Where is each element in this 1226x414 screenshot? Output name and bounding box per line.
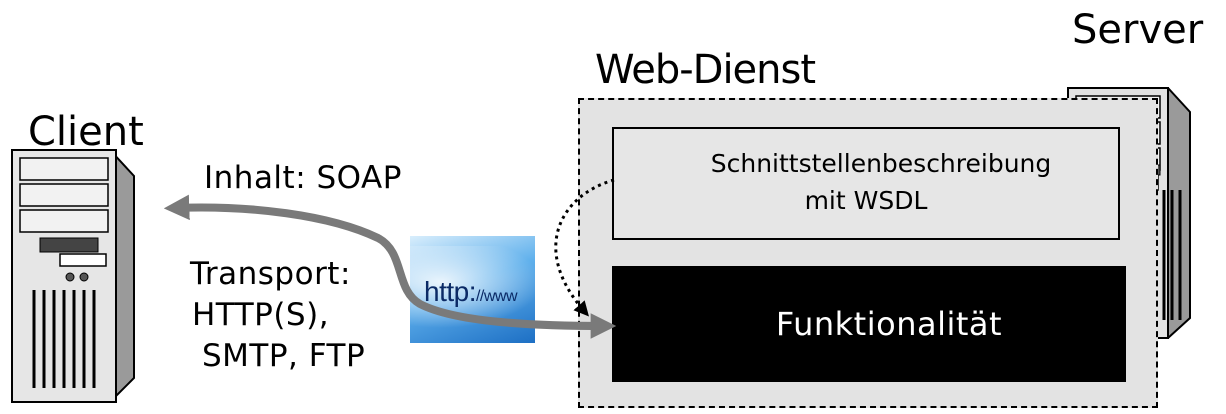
interface-description-box: Schnittstellenbeschreibung mit WSDL [612, 127, 1120, 240]
functionality-label: Funktionalität [775, 305, 1003, 343]
content-label: Inhalt: SOAP [204, 160, 402, 196]
functionality-box: Funktionalität [612, 266, 1126, 382]
transport-line2: HTTP(S), [192, 297, 330, 333]
transport-line3: SMTP, FTP [202, 338, 366, 374]
transport-line1: Transport: [190, 256, 351, 292]
transport-label: Transport: HTTP(S), SMTP, FTP [190, 254, 365, 377]
server-title: Server [1072, 7, 1204, 53]
interface-label-line1: Schnittstellenbeschreibung [710, 149, 1052, 178]
wsdl-reference-arrow [554, 178, 615, 317]
web-service-title: Web-Dienst [595, 47, 816, 93]
client-title: Client [28, 109, 144, 155]
interface-label-line2: mit WSDL [804, 186, 928, 215]
communication-arrow [163, 194, 617, 339]
